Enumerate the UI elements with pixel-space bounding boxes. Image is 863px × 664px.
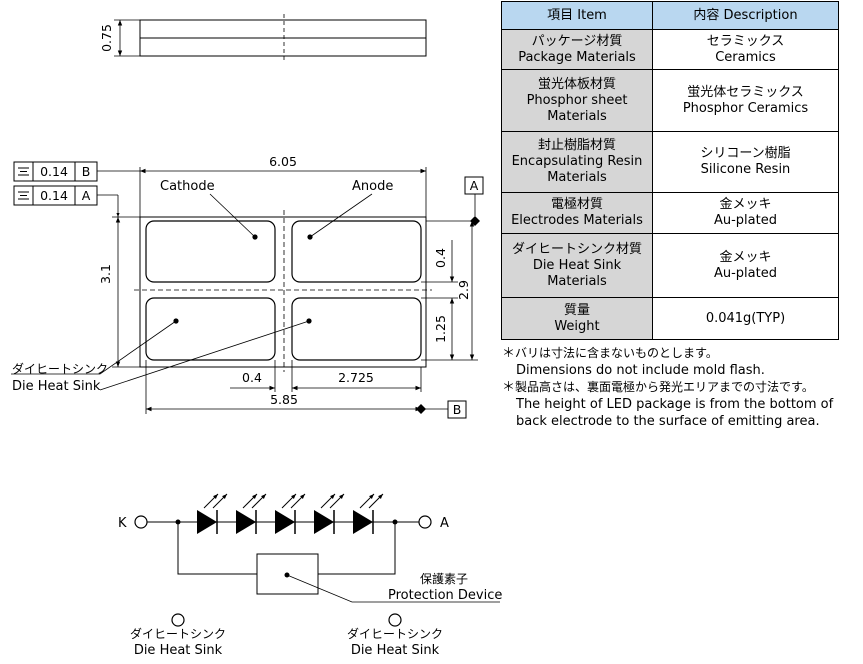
side-view: 0.75 — [99, 14, 427, 62]
tolerance-frame-b: 0.14 B — [13, 161, 140, 182]
svg-text:B: B — [453, 402, 462, 417]
note-1-en: Dimensions do not include mold flash. — [516, 363, 765, 378]
svg-text:0.4: 0.4 — [242, 370, 262, 385]
cathode-label: Cathode — [160, 179, 215, 194]
heat-sink-label-en: Die Heat Sink — [12, 379, 101, 394]
notes: ＊バリは寸法に含まないものとします。 Dimensions do not inc… — [502, 346, 834, 429]
led-1 — [197, 493, 228, 534]
svg-text:6.05: 6.05 — [269, 154, 297, 169]
heat-sink-label-jp: ダイヒートシンク — [12, 361, 108, 376]
svg-text:2.9: 2.9 — [456, 280, 471, 300]
tolerance-a-value: 0.14 — [40, 188, 68, 203]
svg-text:3.1: 3.1 — [98, 264, 113, 284]
svg-text:5.85: 5.85 — [270, 392, 298, 407]
equivalent-circuit: K A 保護素子 Protection Device — [118, 493, 502, 658]
note-2-jp: 製品高さは、裏面電極から発光エリアまでの寸法です。 — [515, 380, 814, 394]
svg-text:Protection Device: Protection Device — [388, 588, 502, 603]
svg-text:ダイヒートシンク: ダイヒートシンク — [347, 626, 443, 641]
dim-height-total: 3.1 — [98, 216, 140, 368]
heat-sink-terminal-2 — [388, 613, 402, 627]
svg-text:0.4: 0.4 — [433, 248, 448, 268]
led-4 — [314, 493, 345, 534]
note-1-jp: バリは寸法に含まないものとします。 — [515, 346, 718, 360]
svg-text:A: A — [440, 516, 449, 531]
table-header-item: 項目 Item — [501, 1, 653, 30]
top-view: Cathode Anode ダイヒートシンク Die Heat Sink — [11, 179, 432, 394]
svg-text:2.725: 2.725 — [338, 370, 374, 385]
heat-sink-pad-left — [145, 297, 276, 361]
cathode-pad — [145, 220, 276, 283]
led-5 — [353, 493, 384, 534]
svg-text:K: K — [118, 516, 127, 531]
note-2-en-line2: back electrode to the surface of emittin… — [516, 414, 820, 429]
note-2-en: The height of LED package is from the bo… — [516, 397, 834, 412]
anode-pad — [291, 220, 422, 283]
anode-label: Anode — [352, 179, 393, 194]
dim-width-inner: 5.85 B — [145, 360, 467, 419]
svg-text:Die Heat Sink: Die Heat Sink — [134, 643, 223, 658]
datum-a-marker: A — [426, 176, 484, 226]
svg-text:1.25: 1.25 — [433, 315, 448, 343]
svg-text:保護素子: 保護素子 — [420, 571, 468, 586]
svg-text:A: A — [470, 178, 479, 193]
tolerance-b-datum: B — [82, 164, 91, 179]
svg-text:Die Heat Sink: Die Heat Sink — [351, 643, 440, 658]
dim-pad-widths: 0.4 2.725 — [230, 360, 422, 392]
tolerance-frame-a: 0.14 A — [13, 185, 120, 217]
dim-pad-height-inner: 2.9 — [421, 221, 478, 361]
terminal-k — [134, 515, 148, 529]
terminal-a — [418, 515, 432, 529]
tolerance-a-datum: A — [82, 188, 91, 203]
tolerance-b-value: 0.14 — [40, 164, 68, 179]
svg-text:ダイヒートシンク: ダイヒートシンク — [130, 626, 226, 641]
dim-pad-gap-vertical: 0.4 1.25 — [421, 240, 458, 360]
led-2 — [236, 493, 267, 534]
dim-width-total: 6.05 — [139, 154, 427, 217]
dim-thickness: 0.75 — [99, 24, 114, 52]
heat-sink-pad-right — [291, 297, 422, 361]
led-3 — [275, 493, 306, 534]
heat-sink-terminal-1 — [171, 613, 185, 627]
table-header-description: 内容 Description — [652, 1, 839, 30]
